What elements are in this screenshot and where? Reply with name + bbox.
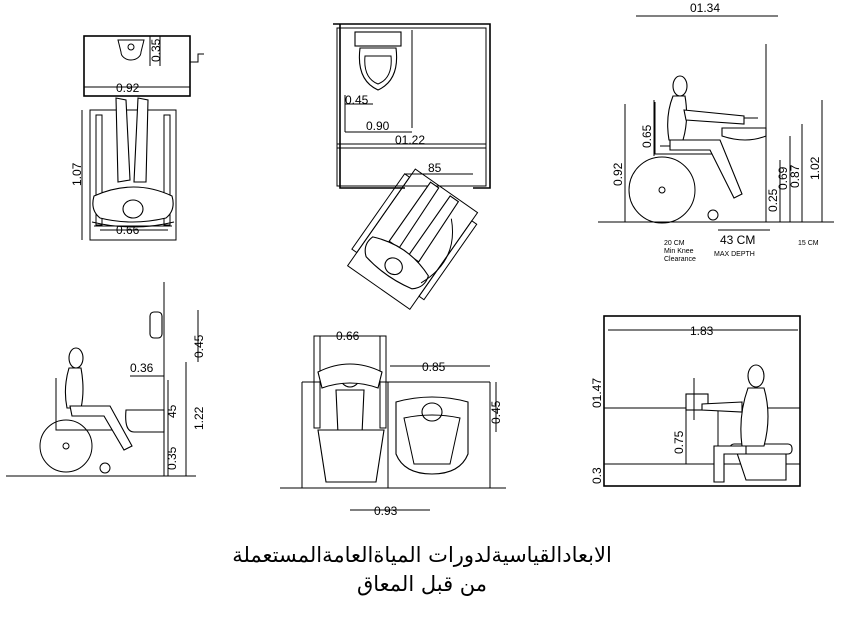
dim-top-center-122: 01.22 [395,133,425,147]
dim-bottom-center-093: 0.93 [374,504,398,518]
dim-bottom-left-036: 0.36 [130,361,154,375]
dim-top-right-43cm: 43 CM [720,233,755,247]
dim-top-left-length: 1.07 [70,162,84,186]
dim-top-right-069: 0.69 [776,166,790,190]
dim-top-center-85: 85 [428,161,442,175]
note-max-depth: MAX DEPTH [714,251,755,258]
panel-top-left-plan: 0.92 0.35 1.07 0.66 [70,35,204,241]
panel-bottom-center-elevation: 0.66 0.85 0.45 0.93 [280,329,506,518]
dim-top-left-width: 0.92 [116,81,140,95]
dim-bottom-right-147: 01.47 [590,378,604,408]
dim-top-left-depth: 0.35 [149,38,163,62]
caption-line-1: الابعادالقياسيةلدورات المياةالعامةالمستع… [232,543,612,567]
note-knee-1: 20 CM [664,240,685,247]
panel-top-center-plan: 0.45 0.90 01.22 85 [333,23,491,311]
dim-bottom-center-066: 0.66 [336,329,360,343]
dim-bottom-left-035: 0.35 [165,446,179,470]
dim-bottom-right-03: 0.3 [590,467,604,484]
dim-top-right-102: 1.02 [808,156,822,180]
dim-bottom-left-45: 45 [165,404,179,418]
dim-bottom-center-085: 0.85 [422,360,446,374]
dim-top-left-wheel: 0.66 [116,223,140,237]
dim-bottom-center-045: 0.45 [489,400,503,424]
dim-bottom-right-183: 1.83 [690,324,714,338]
dim-top-right-134: 01.34 [690,1,720,15]
panel-top-right-elevation: 01.34 0.92 0.65 0.25 0.69 0.87 1.02 43 C… [598,1,834,263]
dim-bottom-right-075: 0.75 [672,430,686,454]
dim-top-right-092: 0.92 [611,162,625,186]
dim-top-right-065: 0.65 [640,124,654,148]
dim-top-right-025: 0.25 [766,188,780,212]
dim-top-center-090: 0.90 [366,119,390,133]
note-15cm: 15 CM [798,240,819,247]
caption-line-2: من قبل المعاق [356,572,488,596]
dim-top-center-045: 0.45 [345,93,369,107]
dim-bottom-left-045: 0.45 [192,334,206,358]
note-knee-2: Min Knee [664,248,694,255]
dim-bottom-left-122: 1.22 [192,406,206,430]
dim-top-right-087: 0.87 [788,164,802,188]
panel-bottom-left-elevation: 0.36 0.45 45 1.22 0.35 [6,282,206,477]
panel-bottom-right-elevation: 1.83 01.47 0.75 0.3 [590,315,801,487]
note-knee-3: Clearance [664,256,696,263]
